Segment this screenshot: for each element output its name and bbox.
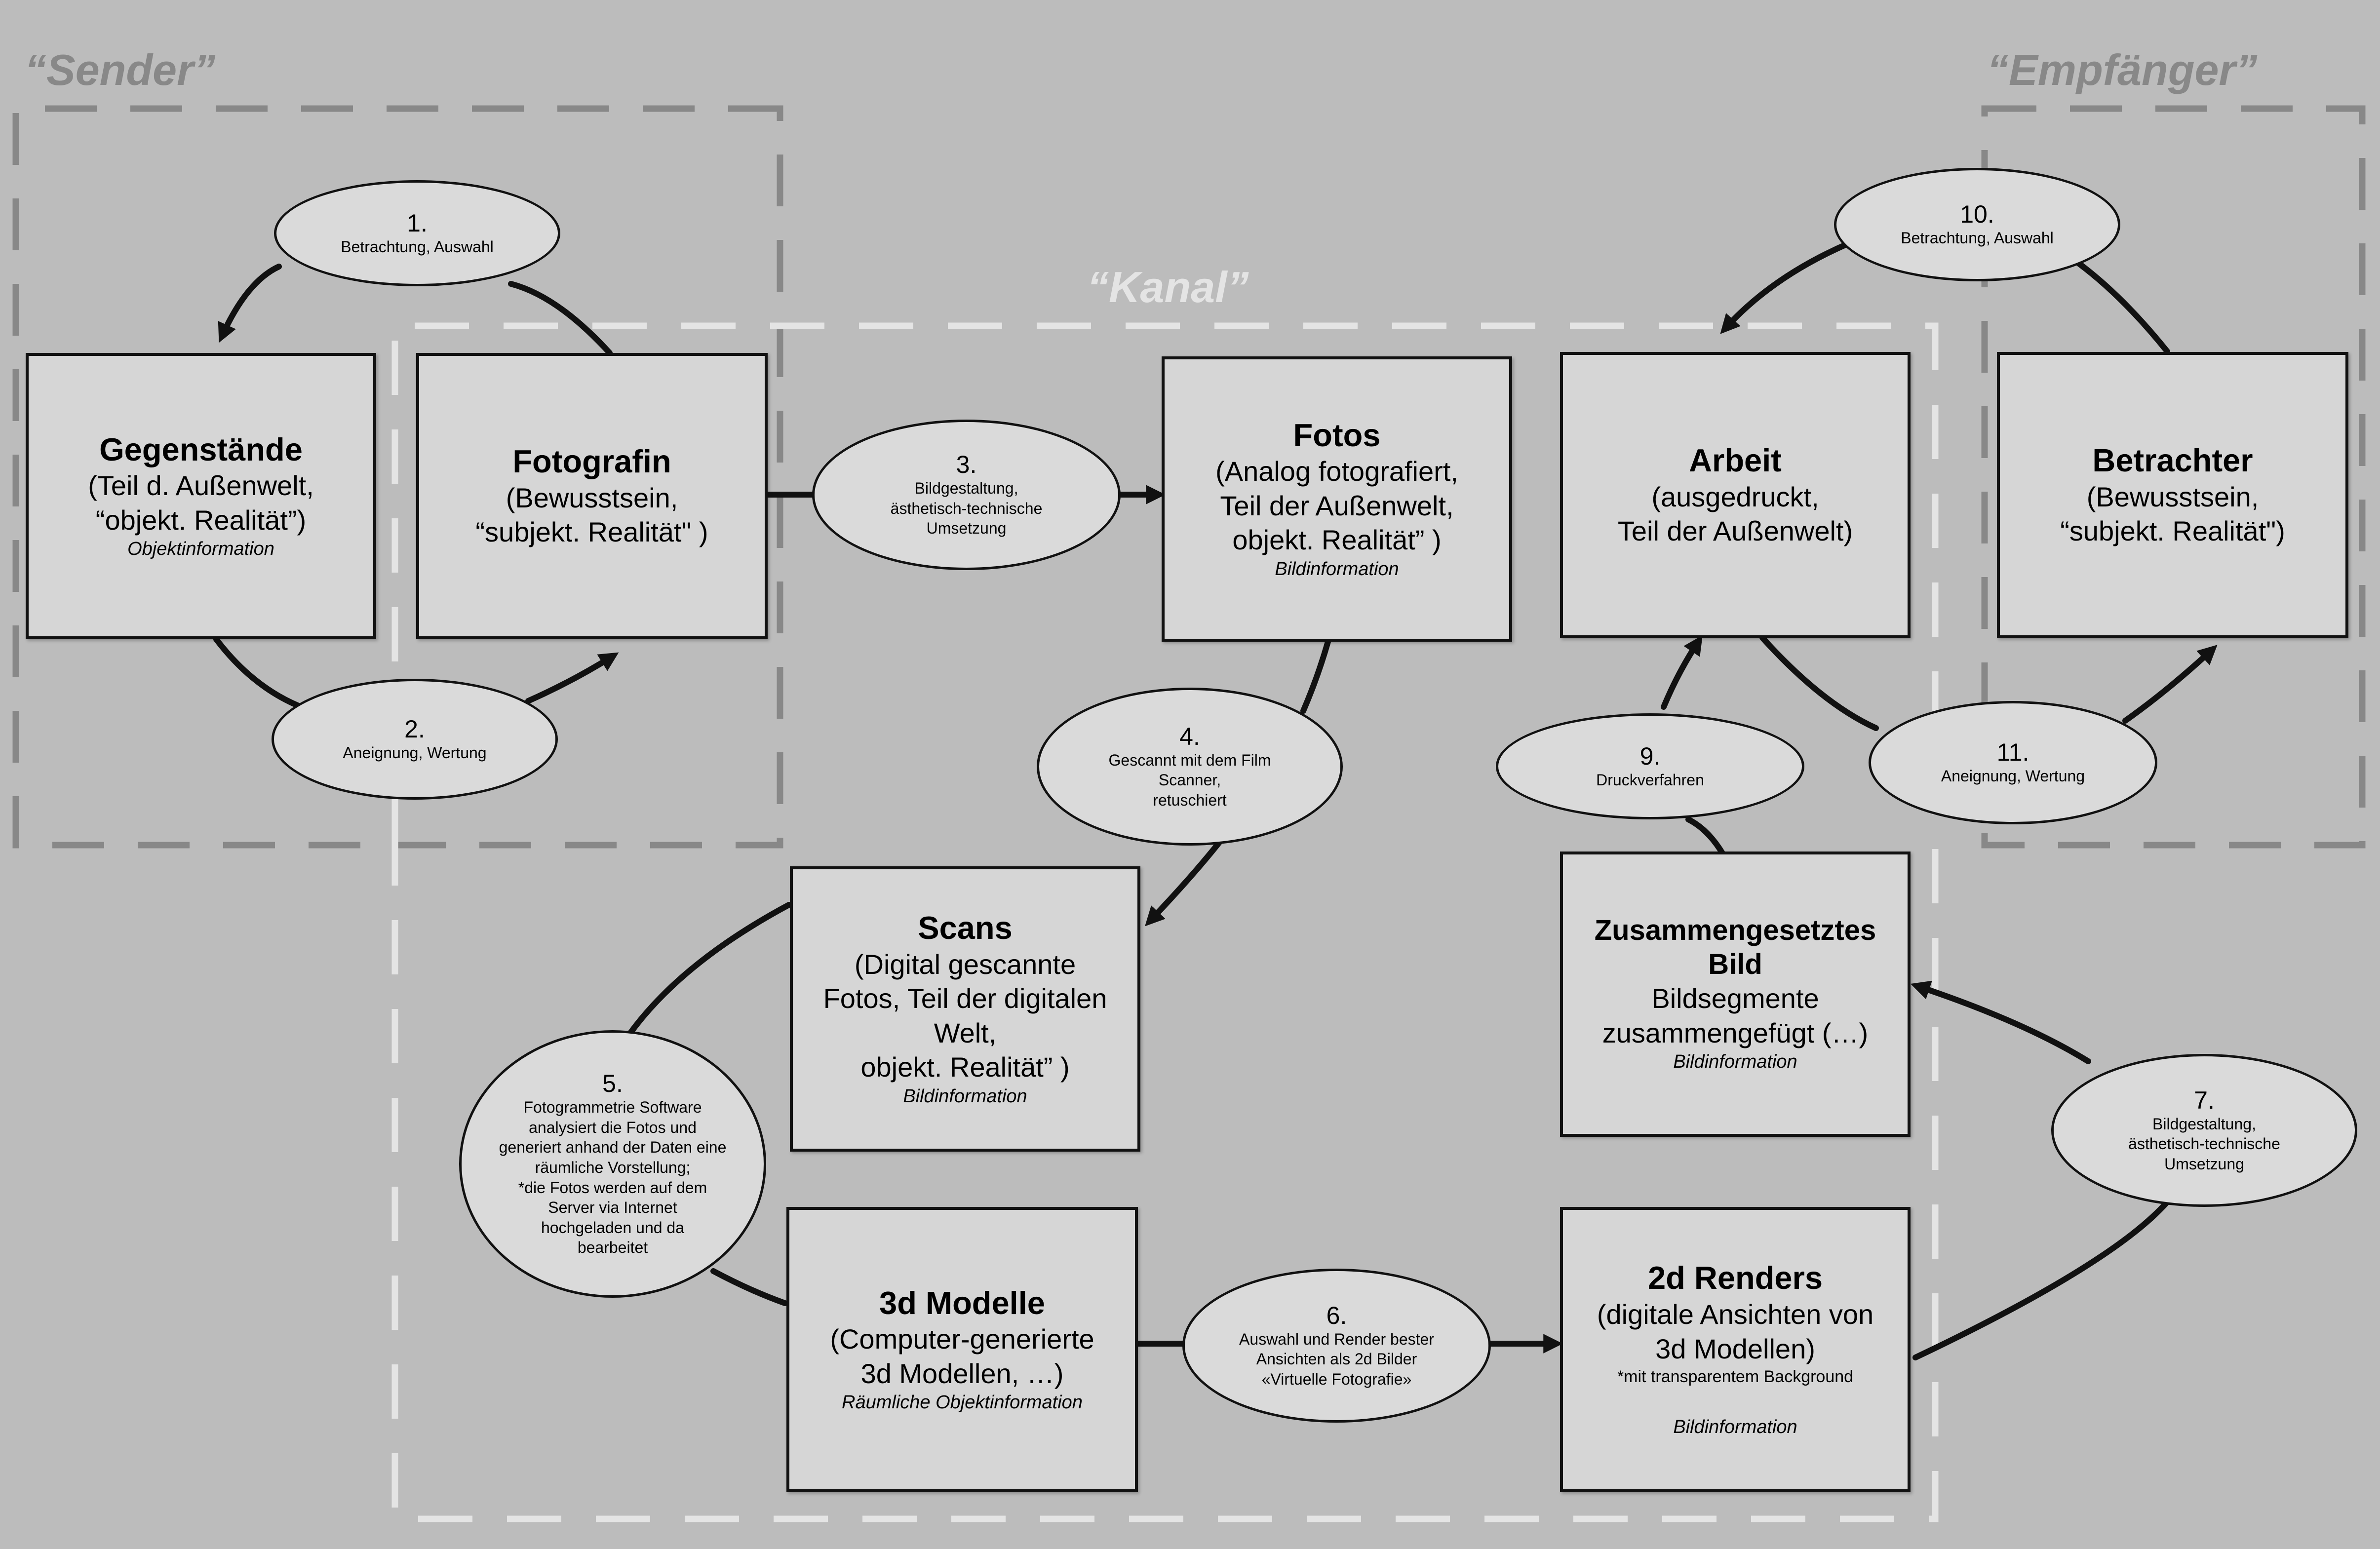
step-number: 4. (1179, 722, 1200, 750)
step-text: Fotogrammetrie Software analysiert die F… (499, 1098, 727, 1257)
step-7-ellipse: 7. Bildgestaltung, ästhetisch-technische… (2051, 1054, 2357, 1207)
step-text: Betrachtung, Auswahl (341, 237, 494, 256)
sender-zone-frame (12, 105, 783, 849)
arrow-step-1-to-gegenstaende (508, 281, 613, 356)
box-description: (Digital gescannte Fotos, Teil der digit… (823, 948, 1107, 1083)
box-title: Arbeit (1689, 442, 1782, 479)
box-description: (digitale Ansichten von 3d Modellen) (1597, 1299, 1874, 1364)
step-number: 2. (404, 715, 425, 743)
step-number: 7. (2194, 1086, 2215, 1114)
box-2d-renders: 2d Renders (digitale Ansichten von 3d Mo… (1560, 1207, 1911, 1492)
arrow-step-4-to-scans (1145, 836, 1225, 927)
box-title: Gegenstände (99, 431, 303, 467)
step-11-ellipse: 11. Aneignung, Wertung (1869, 701, 2157, 824)
step-10-ellipse: 10. Betrachtung, Auswahl (1834, 168, 2120, 281)
step-number: 1. (407, 209, 428, 237)
arrow-scans-to-step-5 (626, 902, 792, 1037)
step-text: Betrachtung, Auswahl (1901, 229, 2054, 247)
step-1-ellipse: 1. Betrachtung, Auswahl (274, 180, 560, 286)
step-text: Bildgestaltung, ästhetisch-technische Um… (2128, 1115, 2280, 1173)
step-number: 6. (1326, 1301, 1347, 1329)
arrow-step-2-to-fotografin (525, 652, 619, 704)
box-3d-modelle: 3d Modelle (Computer-generierte 3d Model… (786, 1207, 1138, 1492)
zone-label-receiver: “Empfänger” (1987, 45, 2258, 94)
box-description: Bildsegmente zusammengefügt (…) (1602, 983, 1869, 1048)
step-3-ellipse: 3. Bildgestaltung, ästhetisch-technische… (812, 420, 1121, 570)
box-description: (Computer-generierte 3d Modellen, …) (830, 1323, 1094, 1389)
box-title: Fotografin (512, 443, 671, 480)
step-5-ellipse: 5. Fotogrammetrie Software analysiert di… (459, 1030, 766, 1298)
step-9-ellipse: 9. Druckverfahren (1496, 713, 1804, 819)
arrow-fotos-to-step-4 (1300, 639, 1331, 714)
box-title: Zusammengesetztes Bild (1594, 914, 1876, 980)
box-title: Scans (918, 910, 1013, 946)
step-text: Gescannt mit dem Film Scanner, retuschie… (1108, 751, 1271, 809)
box-description: (ausgedruckt, Teil der Außenwelt) (1617, 481, 1853, 547)
channel-zone-frame (391, 322, 1939, 1522)
receiver-zone-frame (1981, 105, 2366, 849)
step-text: Aneignung, Wertung (1941, 767, 2085, 785)
box-description: (Bewusstsein, “subjekt. Realität" ) (475, 482, 708, 548)
box-info-label: Objektinformation (127, 539, 274, 560)
box-arbeit: Arbeit (ausgedruckt, Teil der Außenwelt) (1560, 352, 1911, 638)
box-scans: Scans (Digital gescannte Fotos, Teil der… (790, 866, 1140, 1152)
arrow-arbeit-to-step-11 (1759, 635, 1879, 731)
box-info-label: Bildinformation (1673, 1417, 1797, 1438)
arrow-step-2-from-gegenstaende (213, 636, 302, 709)
arrow-step-9-to-arbeit (1661, 635, 1703, 710)
arrow-step-7-to-bild (1910, 980, 2091, 1064)
step-4-ellipse: 4. Gescannt mit dem Film Scanner, retusc… (1037, 688, 1343, 846)
arrow-step-1-to-gegenstaende-head (218, 264, 282, 343)
box-title: Betrachter (2092, 442, 2253, 479)
arrow-renders-to-step-7 (1912, 1199, 2170, 1360)
zone-label-channel: “Kanal” (1087, 263, 1249, 311)
box-footnote: *mit transparentem Background (1617, 1367, 1854, 1386)
box-gegenstaende: Gegenstände (Teil d. Außenwelt, “objekt.… (26, 353, 376, 639)
arrow-step-11-to-betrachter (2122, 645, 2218, 724)
box-title: Fotos (1293, 417, 1381, 453)
arrow-bild-to-step-9 (1685, 816, 1726, 857)
step-number: 10. (1960, 200, 1994, 229)
box-zusammengesetztes-bild: Zusammengesetztes Bild Bildsegmente zusa… (1560, 852, 1911, 1137)
box-info-label: Bildinformation (903, 1085, 1027, 1107)
step-text: Druckverfahren (1596, 771, 1704, 789)
box-fotografin: Fotografin (Bewusstsein, “subjekt. Reali… (416, 353, 768, 639)
step-number: 9. (1639, 742, 1661, 770)
box-description: (Teil d. Außenwelt, “objekt. Realität”) (88, 470, 314, 536)
box-description: (Analog fotografiert, Teil der Außenwelt… (1215, 456, 1458, 556)
box-title: 2d Renders (1647, 1260, 1823, 1296)
box-info-label: Bildinformation (1673, 1051, 1797, 1073)
step-number: 5. (602, 1070, 623, 1097)
step-number: 11. (1996, 738, 2029, 767)
step-6-ellipse: 6. Auswahl und Render bester Ansichten a… (1182, 1269, 1491, 1423)
box-description: (Bewusstsein, “subjekt. Realität") (2060, 481, 2285, 547)
arrow-step-5-to-modelle (710, 1268, 788, 1306)
arrow-step-10-to-arbeit (1720, 240, 1852, 334)
box-fotos: Fotos (Analog fotografiert, Teil der Auß… (1162, 356, 1512, 642)
step-number: 3. (956, 451, 977, 479)
step-2-ellipse: 2. Aneignung, Wertung (272, 679, 558, 800)
box-info-label: Räumliche Objektinformation (842, 1392, 1083, 1413)
box-betrachter: Betrachter (Bewusstsein, “subjekt. Reali… (1997, 352, 2348, 638)
step-text: Bildgestaltung, ästhetisch-technische Um… (890, 479, 1043, 538)
step-text: Auswahl und Render bester Ansichten als … (1239, 1330, 1434, 1388)
box-title: 3d Modelle (879, 1284, 1045, 1321)
box-info-label: Bildinformation (1275, 558, 1399, 580)
step-text: Aneignung, Wertung (343, 743, 487, 762)
arrow-betrachter-to-step-10 (2075, 260, 2170, 354)
zone-label-sender: “Sender” (25, 45, 216, 94)
